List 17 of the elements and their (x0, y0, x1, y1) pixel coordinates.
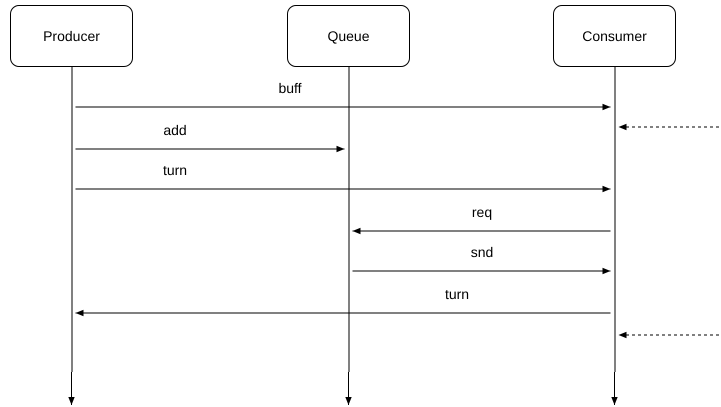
lifeline-arrow (611, 372, 618, 406)
participant-box: Producer (10, 5, 133, 67)
message-arrow (352, 268, 611, 274)
message-arrow (75, 186, 611, 192)
participant-box: Queue (287, 5, 410, 67)
message-arrow (618, 332, 720, 338)
message-arrow (618, 124, 720, 130)
message-arrow (75, 104, 611, 110)
edge-label: snd (468, 244, 496, 260)
message-arrow (352, 228, 611, 234)
message-arrow (75, 146, 345, 152)
participant-box: Consumer (553, 5, 676, 67)
lifeline-arrow (68, 372, 75, 406)
message-arrow (75, 310, 611, 316)
lifeline-arrow (345, 372, 352, 406)
edge-label: add (161, 122, 189, 138)
edge-label: buff (276, 80, 304, 96)
